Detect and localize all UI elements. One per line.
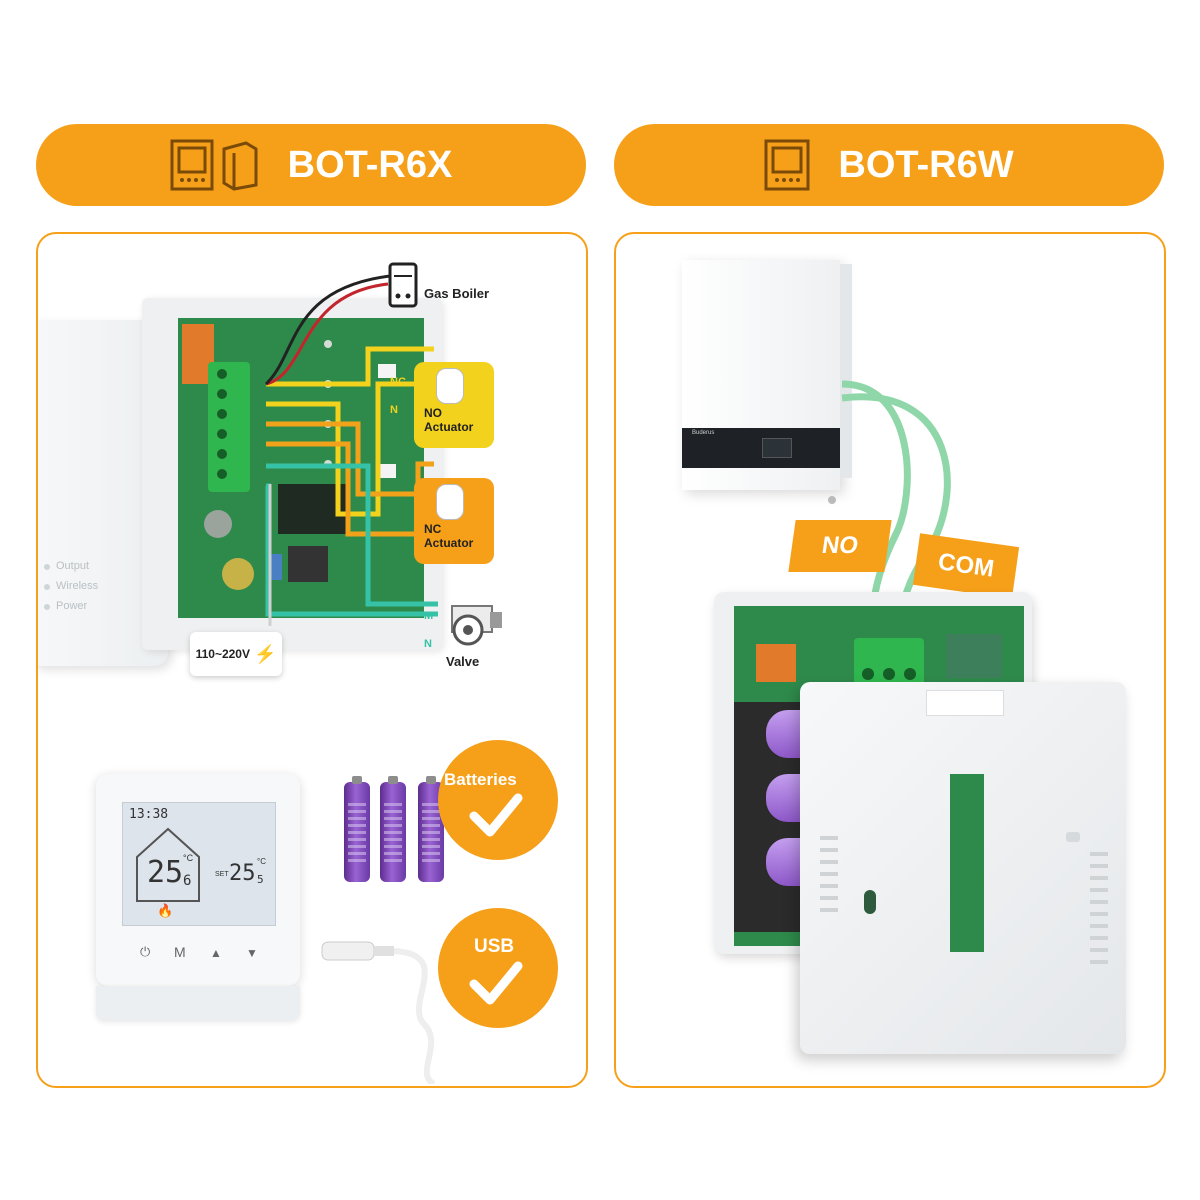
power-button[interactable]: ⏻: [140, 944, 151, 959]
checkmark-icon: [469, 793, 523, 837]
vent-slots: [1090, 852, 1108, 972]
boiler-display: [762, 438, 792, 458]
batteries-badge: Batteries: [438, 740, 558, 860]
valve-label: Valve: [446, 654, 480, 669]
nc-actuator-callout: NC Actuator: [414, 478, 494, 564]
terminal-n-label: N: [390, 404, 398, 416]
nc-actuator-label: NC Actuator: [424, 522, 474, 550]
time-display: 13:38: [129, 807, 169, 822]
banner-title: BOT-R6W: [838, 143, 1014, 186]
thermostat-icon: [170, 139, 214, 191]
actuator-icon: [436, 368, 464, 404]
set-temp-dec: 5: [257, 873, 264, 886]
cover-pcb-window: [950, 774, 984, 952]
gas-boiler-icon: [388, 262, 418, 308]
no-actuator-callout: NO Actuator: [414, 362, 494, 448]
banner-title: BOT-R6X: [287, 143, 453, 186]
usb-cable-icon: [321, 941, 436, 1084]
thermostat-back-cover: [800, 682, 1126, 1054]
boiler-side: [840, 264, 852, 478]
no-actuator-label: NO Actuator: [424, 406, 474, 434]
receiver-box-icon: [222, 141, 258, 191]
lightning-icon: ⚡: [253, 643, 277, 664]
transformer-component: [222, 558, 254, 590]
current-temp-int: 25: [147, 855, 184, 890]
terminal-n-label: N: [424, 638, 432, 650]
thermostat-stand: [96, 986, 300, 1020]
checkmark-icon: [469, 961, 523, 1005]
actuator-icon: [436, 484, 464, 520]
house-outline-icon: [136, 827, 200, 902]
no-label: NO: [820, 532, 860, 559]
mode-button[interactable]: M: [174, 944, 186, 960]
product-icons: [764, 139, 810, 191]
terminal-m-label: M: [424, 610, 434, 622]
chip-component: [288, 546, 328, 582]
gas-boiler-label: Gas Boiler: [424, 286, 490, 301]
current-temp-dec: 6: [183, 873, 192, 889]
panel-bot-r6x: Output Wireless Power: [36, 232, 588, 1088]
screw-slot: [864, 890, 876, 914]
unit-label: °C: [257, 857, 266, 866]
terminal-nc-label: NC: [390, 376, 406, 388]
wiring-diagram: [178, 262, 502, 646]
battery-icon: [380, 776, 406, 882]
output-led-icon: [44, 564, 50, 570]
boiler-knob: [828, 496, 836, 504]
voltage-callout: 110~220V ⚡: [190, 632, 282, 676]
voltage-label: 110~220V: [195, 647, 250, 661]
cover-clip: [926, 690, 1004, 716]
terminal-block: [854, 638, 924, 688]
no-tag: NO: [788, 520, 892, 572]
battery-icon: [344, 776, 370, 882]
unit-label: °C: [183, 853, 194, 863]
flame-icon: 🔥: [157, 903, 174, 918]
power-led-icon: [44, 604, 50, 610]
vent-slots: [820, 836, 838, 916]
set-temp-int: 25: [229, 861, 256, 886]
banner-bot-r6w: BOT-R6W: [614, 124, 1164, 206]
product-icons: [170, 139, 260, 191]
boiler-brand: Buderus: [692, 430, 715, 436]
power-label: Power: [56, 600, 88, 612]
banner-bot-r6x: BOT-R6X: [36, 124, 586, 206]
batteries-label: Batteries: [444, 770, 517, 789]
down-button[interactable]: ▼: [246, 946, 258, 960]
valve-pump-icon: [451, 605, 502, 646]
mount-hole: [1066, 832, 1080, 842]
boiler-control-panel: Buderus: [682, 428, 840, 468]
wireless-led-icon: [44, 584, 50, 590]
wireless-module: [946, 634, 1002, 678]
wireless-label: Wireless: [56, 580, 99, 592]
usb-label: USB: [474, 936, 515, 957]
relay-component: [756, 644, 796, 682]
thermostat-device: 13:38 25 6 °C SET 25 5 °C 🔥 ⏻ M ▲ ▼: [96, 774, 300, 986]
up-button[interactable]: ▲: [210, 946, 222, 960]
terminal-block: [208, 362, 250, 492]
thermostat-icon: [764, 139, 810, 191]
capacitor-component: [204, 510, 232, 538]
set-label: SET: [215, 871, 229, 878]
usb-badge: USB: [438, 908, 558, 1028]
panel-bot-r6w: Buderus NO COM: [614, 232, 1166, 1088]
output-label: Output: [56, 560, 90, 572]
com-label: COM: [936, 548, 996, 583]
gas-boiler: Buderus: [682, 260, 840, 504]
thermostat-screen: 13:38 25 6 °C SET 25 5 °C 🔥: [122, 802, 276, 926]
